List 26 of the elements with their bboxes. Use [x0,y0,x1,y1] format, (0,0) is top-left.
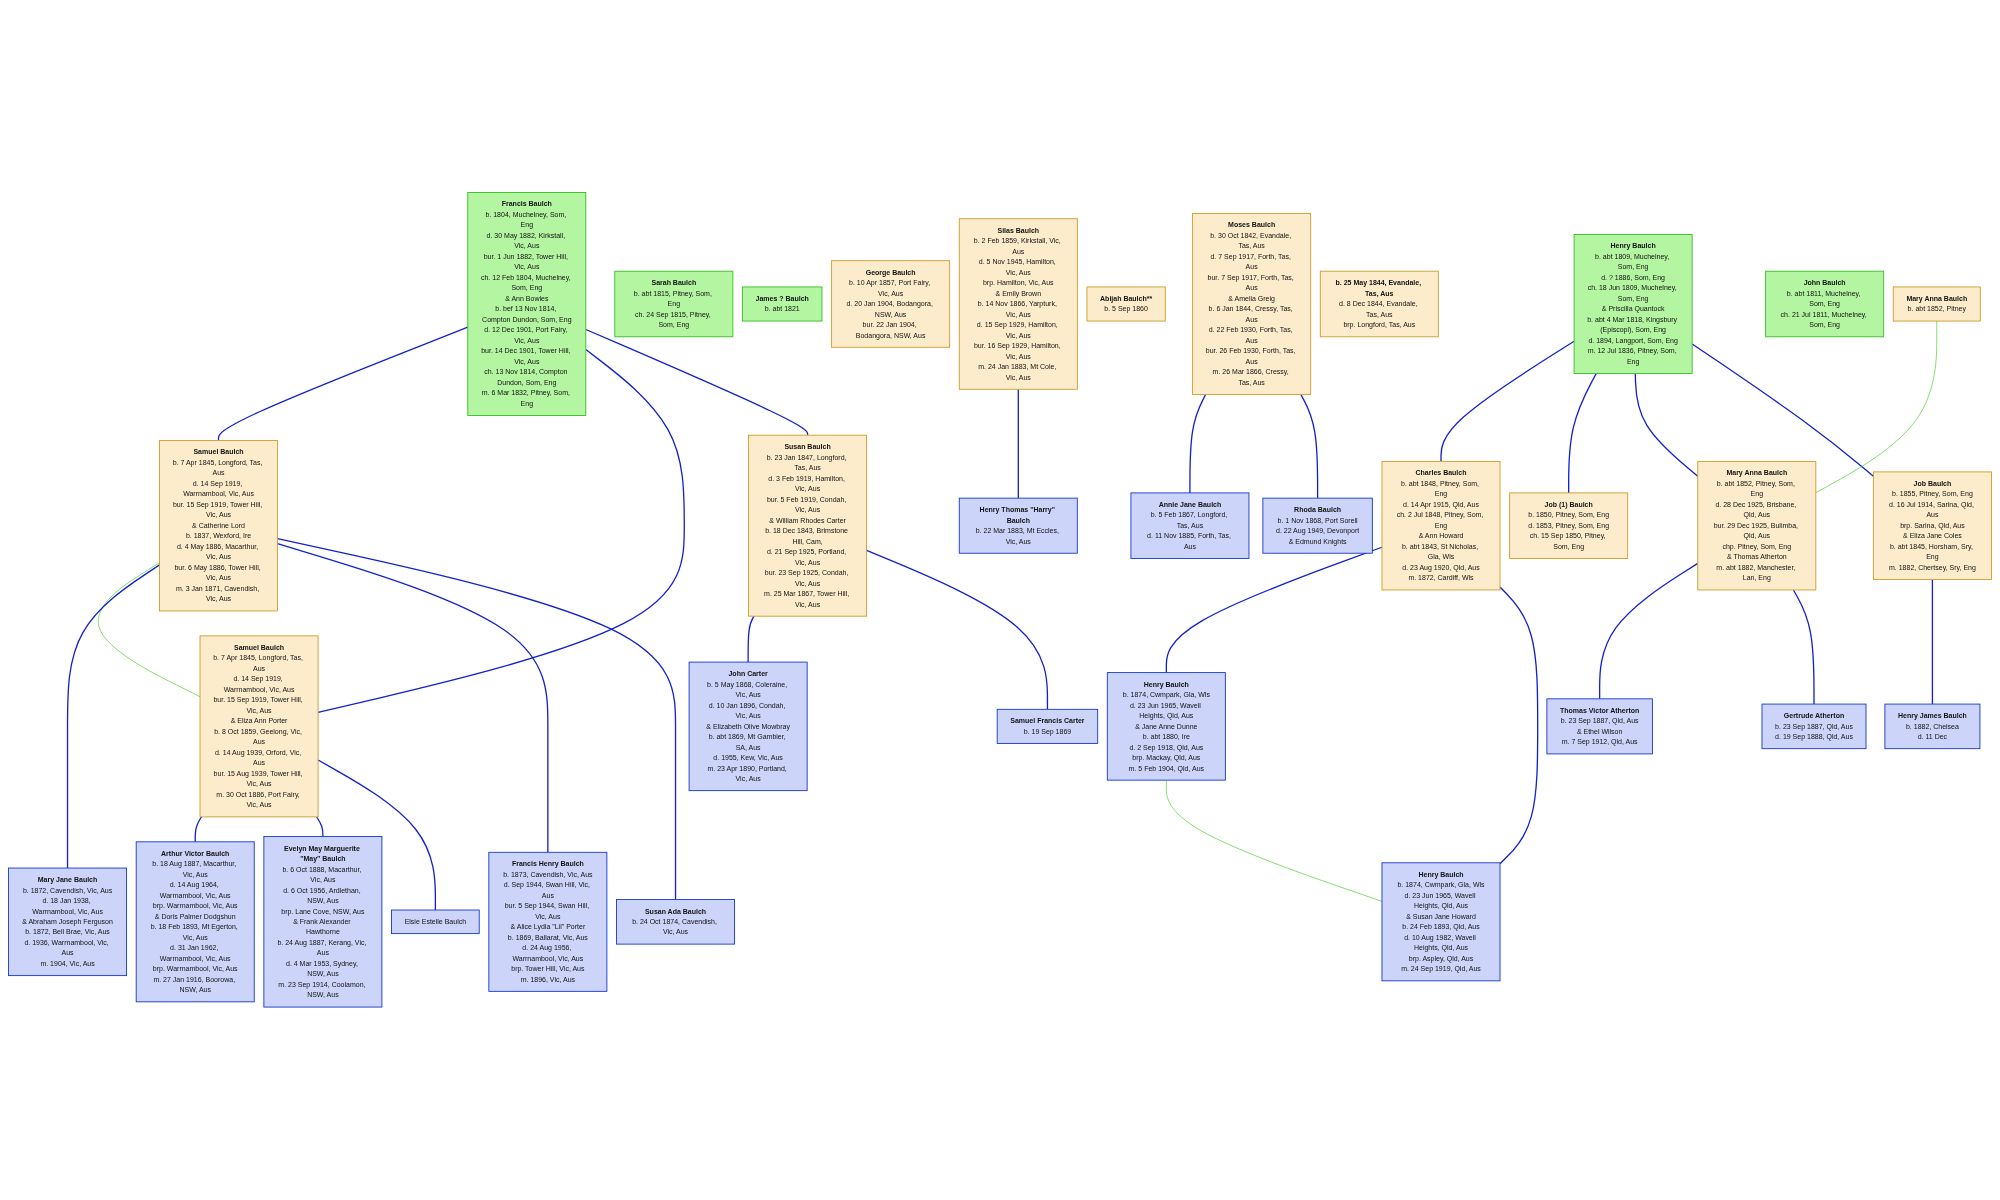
connector [1440,340,1575,463]
connector [1691,343,1875,478]
connector [97,562,201,698]
connector [1815,320,1938,494]
connector [1165,546,1383,674]
connector [66,564,161,869]
connector [1499,586,1539,865]
connector [1931,579,1934,705]
connector [317,759,437,911]
connector [1599,562,1699,700]
connector [1017,388,1019,499]
connector [276,538,677,901]
connector [1166,780,1383,902]
connector [585,329,809,437]
connector [194,816,203,843]
connector [865,549,1049,711]
connector [316,816,324,838]
connector [276,543,549,854]
connector [1634,373,1699,478]
connector [1300,394,1319,499]
connector [1189,394,1207,494]
connector [1792,589,1815,705]
connector [317,349,685,714]
connector [1568,373,1597,494]
connector [747,615,755,663]
connector [217,326,469,442]
